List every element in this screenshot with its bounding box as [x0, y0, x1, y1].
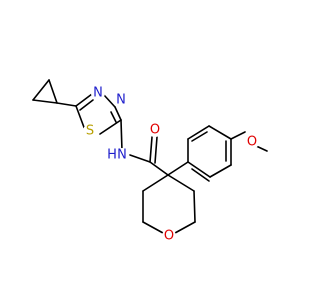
bond: [149, 136, 153, 163]
bond: [142, 221, 164, 234]
amide-linkage: [120, 119, 169, 176]
atom-label-o: O: [164, 229, 174, 244]
bond: [149, 161, 169, 176]
bond: [187, 161, 211, 178]
bond: [230, 131, 246, 140]
thiadiazole-ring: [75, 93, 122, 135]
bond: [75, 93, 93, 107]
bond: [99, 119, 122, 135]
atom-labels: N N S N H O O O: [83, 86, 259, 244]
bond: [56, 102, 77, 107]
atom-label-s: S: [86, 124, 94, 139]
atom-label-n: N: [93, 86, 103, 101]
bond: [75, 105, 86, 131]
bond: [167, 161, 189, 176]
oxane-ring: [142, 174, 196, 234]
bond: [129, 154, 151, 163]
bond: [193, 190, 196, 223]
atom-label-o: O: [150, 123, 160, 138]
bond: [174, 221, 196, 234]
cyclopropyl-group: [32, 79, 77, 107]
bond: [32, 79, 50, 101]
methoxyphenyl-group: [167, 125, 268, 182]
atom-label-n: N: [116, 93, 126, 108]
bond: [187, 125, 210, 140]
bond: [191, 168, 210, 182]
structure-diagram: N N S N H O O O: [32, 79, 268, 244]
bond: [48, 79, 58, 104]
bond: [32, 99, 58, 104]
bond: [79, 99, 94, 111]
bond: [208, 125, 232, 140]
atom-label-n: N: [117, 148, 127, 163]
bond: [120, 119, 123, 152]
bond: [154, 136, 158, 164]
bond: [142, 174, 169, 192]
bond: [114, 106, 122, 121]
bond: [191, 131, 208, 142]
bond: [103, 94, 116, 108]
bond: [209, 164, 232, 178]
molecule-canvas: N N S N H O O O: [32, 79, 268, 244]
atom-label-o: O: [247, 135, 257, 150]
atom-label-h: H: [107, 148, 117, 163]
bond: [167, 174, 195, 192]
bond: [110, 111, 117, 123]
